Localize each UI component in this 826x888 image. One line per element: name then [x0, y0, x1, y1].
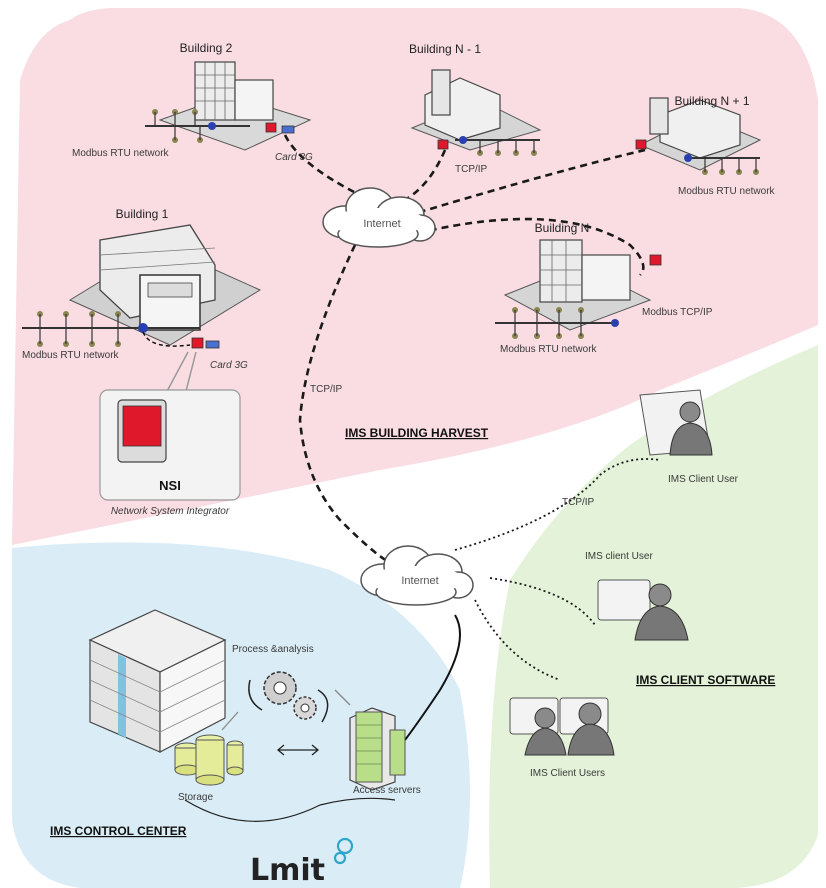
client-user-top: IMS Client User — [639, 389, 739, 485]
building-n-minus-1-title: Building N - 1 — [409, 42, 481, 56]
tcp-label-top: TCP/IP — [455, 164, 488, 175]
network-links — [283, 134, 646, 567]
cloud-bottom-label: Internet — [401, 575, 438, 587]
storage-access-arrow — [276, 744, 320, 756]
process-label: Process &analysis — [232, 644, 314, 655]
link-cloud-to-cloud — [298, 244, 396, 567]
building-n-title: Building N — [535, 221, 590, 235]
building-n-tcp-label: Modbus TCP/IP — [642, 307, 713, 318]
building-n-plus-1: Building N + 1 Modbus RTU network — [635, 94, 776, 197]
client-users-bottom: IMS Client Users — [509, 697, 615, 779]
client-user-mid-label: IMS client User — [585, 551, 653, 562]
building-1-network-label: Modbus RTU network — [22, 350, 120, 361]
lmit-logo: Lmit — [250, 837, 354, 888]
building-2: Building 2 Modbus RTU network Card 3G — [72, 41, 313, 163]
access-servers: Access servers — [334, 689, 421, 796]
control-center-building — [88, 609, 227, 753]
link-client-mid — [489, 577, 596, 626]
building-n: Building N Modbus TCP/IP Modbus RTU netw… — [495, 221, 713, 355]
building-n-minus-1: Building N - 1 — [409, 42, 542, 156]
building-2-card-label: Card 3G — [275, 152, 313, 163]
zone-title-control: IMS CONTROL CENTER — [50, 824, 187, 838]
nsi-device: NSI Network System Integrator — [99, 351, 241, 517]
client-user-top-label: IMS Client User — [668, 474, 739, 485]
process-gears: Process &analysis — [232, 644, 329, 723]
access-servers-label: Access servers — [353, 785, 421, 796]
logo-accent-lower — [333, 851, 347, 865]
link-buildingN-1-cloud — [404, 149, 447, 202]
storage-drums: Storage — [174, 711, 244, 803]
client-users-bottom-label: IMS Client Users — [530, 768, 605, 779]
building-2-title: Building 2 — [180, 41, 233, 55]
nsi-subtitle: Network System Integrator — [111, 506, 230, 517]
lmit-logo-text: Lmit — [250, 853, 325, 888]
client-user-mid: IMS client User — [585, 551, 689, 641]
link-building2-cloud — [283, 134, 361, 197]
link-cloud-access — [404, 614, 461, 741]
link-client-top — [454, 458, 661, 551]
nsi-title: NSI — [159, 478, 181, 493]
building-1: Building 1 Modbus RTU network Card 3G — [22, 207, 262, 371]
tcp-label-left: TCP/IP — [310, 384, 343, 395]
link-client-bottom — [474, 599, 561, 681]
zone-title-client: IMS CLIENT SOFTWARE — [636, 673, 775, 687]
zone-title-harvest: IMS BUILDING HARVEST — [345, 426, 489, 440]
building-1-card-label: Card 3G — [210, 360, 248, 371]
building-1-title: Building 1 — [116, 207, 169, 221]
client-links — [454, 458, 661, 681]
storage-label: Storage — [178, 792, 213, 803]
cloud-bottom: Internet — [360, 545, 474, 606]
building-2-network-label: Modbus RTU network — [72, 148, 170, 159]
link-buildingN-cloud — [417, 217, 645, 276]
link-storage-access — [184, 797, 396, 822]
cloud-top: Internet — [322, 187, 436, 248]
logo-accent-upper — [336, 837, 354, 855]
building-n-plus-1-title: Building N + 1 — [674, 94, 749, 108]
cloud-top-label: Internet — [363, 218, 400, 230]
building-n-plus-1-network-label: Modbus RTU network — [678, 186, 776, 197]
link-buildingN+1-cloud — [419, 148, 646, 214]
tcp-label-client: TCP/IP — [562, 497, 595, 508]
building-n-network-label: Modbus RTU network — [500, 344, 598, 355]
